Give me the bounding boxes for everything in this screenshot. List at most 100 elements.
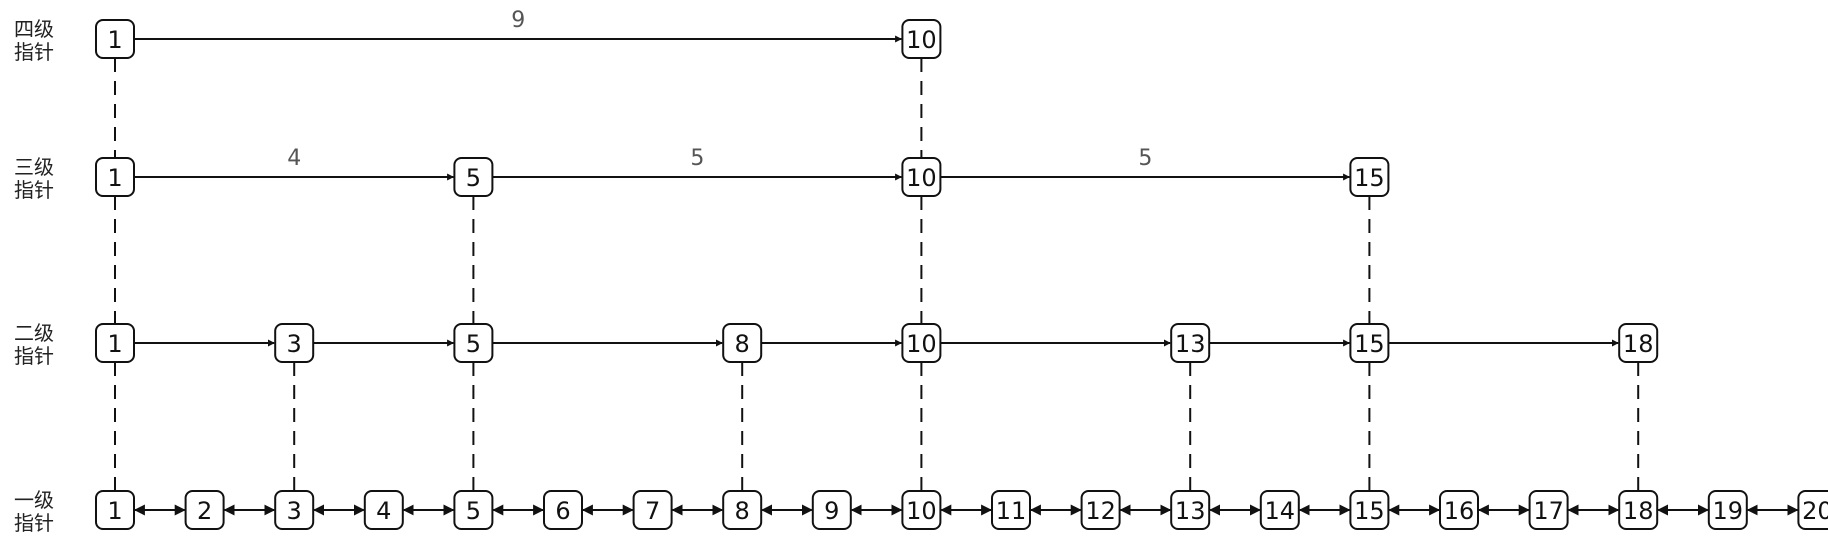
node-box [1618, 490, 1659, 530]
node-value: 18 [1623, 330, 1654, 358]
node-box [95, 490, 135, 530]
node-l1-1: 1 [95, 490, 135, 530]
node-box [632, 490, 673, 530]
span-label-l3-5-10: 5 [690, 146, 704, 171]
node-value: 10 [906, 330, 937, 358]
node-value: 4 [376, 497, 391, 525]
level-4-label-line1: 四级 [14, 17, 54, 41]
node-box [811, 490, 852, 530]
node-value: 14 [1265, 497, 1296, 525]
span-label-l3-10-15: 5 [1138, 146, 1152, 171]
node-value: 16 [1444, 497, 1475, 525]
node-value: 7 [645, 497, 660, 525]
node-value: 1 [107, 164, 122, 192]
node-l2-10: 10 [901, 323, 942, 363]
node-value: 5 [466, 330, 481, 358]
node-box [95, 157, 135, 197]
level-1-label-line2: 指针 [14, 511, 54, 535]
node-box [453, 490, 494, 530]
span-label-l3-1-5: 4 [287, 146, 301, 171]
node-value: 9 [824, 497, 839, 525]
node-box [901, 490, 942, 530]
node-box [274, 323, 315, 363]
node-box [1528, 490, 1569, 530]
node-value: 15 [1354, 330, 1385, 358]
node-value: 15 [1354, 497, 1385, 525]
node-l3-1: 1 [95, 157, 135, 197]
node-box [274, 490, 315, 530]
node-value: 3 [287, 330, 302, 358]
node-value: 8 [735, 497, 750, 525]
node-l2-5: 5 [453, 323, 494, 363]
node-box [991, 490, 1031, 530]
node-l1-3: 3 [274, 490, 315, 530]
node-l1-12: 12 [1080, 490, 1121, 530]
level-4-label-line2: 指针 [14, 40, 54, 64]
node-l1-9: 9 [811, 490, 852, 530]
node-l1-2: 2 [184, 490, 225, 530]
node-l2-15: 15 [1349, 323, 1390, 363]
node-box [453, 157, 494, 197]
node-box [722, 323, 763, 363]
node-l1-13: 13 [1170, 490, 1211, 530]
node-l4-10: 10 [901, 19, 942, 59]
node-l1-10: 10 [901, 490, 942, 530]
node-l1-16: 16 [1439, 490, 1479, 530]
node-l1-11: 11 [991, 490, 1031, 530]
node-l1-7: 7 [632, 490, 673, 530]
node-box [1349, 157, 1390, 197]
node-value: 20 [1802, 497, 1828, 525]
level-2-label-line1: 二级 [14, 321, 54, 345]
node-l2-18: 18 [1618, 323, 1659, 363]
node-value: 6 [555, 497, 570, 525]
node-box [1349, 490, 1390, 530]
node-box [363, 490, 404, 530]
node-l4-1: 1 [95, 19, 135, 59]
node-l1-19: 19 [1707, 490, 1748, 530]
node-value: 13 [1175, 330, 1206, 358]
node-box [543, 490, 583, 530]
node-value: 13 [1175, 497, 1206, 525]
level-3-label-line2: 指针 [14, 178, 54, 202]
node-box [1618, 323, 1659, 363]
level-1-label-line1: 一级 [14, 488, 54, 512]
span-label-l4-1-10: 9 [511, 8, 525, 33]
node-value: 3 [287, 497, 302, 525]
node-box [901, 323, 942, 363]
node-l1-18: 18 [1618, 490, 1659, 530]
node-box [453, 323, 494, 363]
node-l1-20: 20 [1797, 490, 1828, 530]
node-value: 8 [735, 330, 750, 358]
node-box [1707, 490, 1748, 530]
node-box [95, 19, 135, 59]
node-l2-13: 13 [1170, 323, 1211, 363]
node-l1-6: 6 [543, 490, 583, 530]
node-value: 2 [197, 497, 212, 525]
level-3-label-line1: 三级 [14, 155, 54, 179]
node-value: 10 [906, 26, 937, 54]
node-value: 18 [1623, 497, 1654, 525]
node-l2-3: 3 [274, 323, 315, 363]
node-value: 17 [1533, 497, 1564, 525]
node-l2-8: 8 [722, 323, 763, 363]
node-value: 1 [107, 330, 122, 358]
node-box [1349, 323, 1390, 363]
node-l1-5: 5 [453, 490, 494, 530]
level-2-label-line2: 指针 [14, 344, 54, 368]
node-box [1439, 490, 1479, 530]
node-box [184, 490, 225, 530]
node-l3-5: 5 [453, 157, 494, 197]
node-l1-14: 14 [1259, 490, 1300, 530]
vertical-connectors [114, 58, 1640, 491]
node-value: 11 [996, 497, 1027, 525]
node-value: 19 [1713, 497, 1744, 525]
node-l1-17: 17 [1528, 490, 1569, 530]
node-box [1170, 323, 1211, 363]
node-l1-4: 4 [363, 490, 404, 530]
node-l2-1: 1 [95, 323, 135, 363]
node-value: 12 [1085, 497, 1116, 525]
node-l1-8: 8 [722, 490, 763, 530]
node-value: 1 [107, 26, 122, 54]
